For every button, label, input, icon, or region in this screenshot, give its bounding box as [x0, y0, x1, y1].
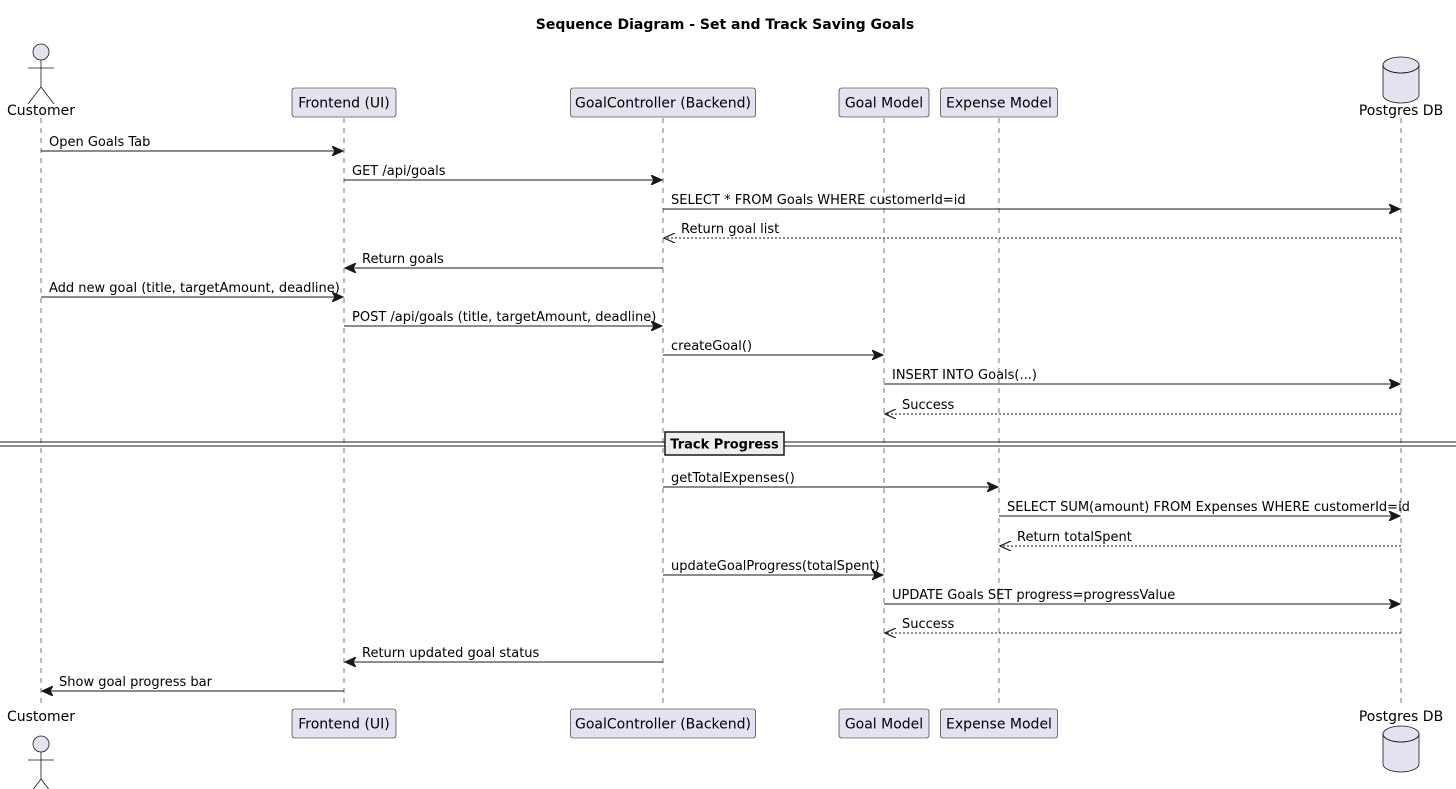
participant-controller: GoalController (Backend) [570, 708, 756, 739]
participant-label: Expense Model [946, 717, 1052, 733]
participant-headers-top: Customer Frontend (UI) GoalController (Bac… [7, 43, 1443, 119]
participant-label: Frontend (UI) [298, 96, 390, 112]
message-label: createGoal() [671, 339, 752, 354]
participant-label: Postgres DB [1359, 709, 1443, 725]
database-icon [1382, 734, 1420, 773]
actor-icon [32, 43, 50, 61]
message-label: GET /api/goals [352, 164, 446, 179]
diagram-title: Sequence Diagram - Set and Track Saving … [536, 17, 914, 33]
message: Success [885, 398, 1401, 414]
message-label: Return totalSpent [1017, 530, 1132, 545]
participant-label: Goal Model [845, 717, 923, 733]
participant-label: Expense Model [946, 96, 1052, 112]
actor-customer: Customer [7, 43, 75, 119]
actor-customer: Customer [7, 709, 75, 789]
message: Return goals [345, 252, 663, 268]
participant-frontend: Frontend (UI) [291, 708, 397, 739]
participant-expmodel: Expense Model [940, 708, 1058, 739]
participant-label: Customer [7, 103, 75, 119]
message: Open Goals Tab [41, 135, 343, 151]
message-label: Return updated goal status [362, 646, 540, 661]
participant-label: Postgres DB [1359, 103, 1443, 119]
message-label: Add new goal (title, targetAmount, deadl… [49, 281, 340, 296]
message: SELECT * FROM Goals WHERE customerId=id [663, 193, 1400, 209]
message-label: Return goal list [681, 222, 779, 237]
section-divider: Track Progress [0, 431, 1456, 456]
message-label: POST /api/goals (title, targetAmount, de… [352, 310, 656, 325]
participant-expmodel: Expense Model [940, 87, 1058, 118]
message-label: SELECT SUM(amount) FROM Expenses WHERE c… [1007, 500, 1410, 515]
participant-label: Customer [7, 709, 75, 725]
message-label: SELECT * FROM Goals WHERE customerId=id [671, 193, 966, 208]
message-label: Open Goals Tab [49, 135, 150, 150]
participant-label: Goal Model [845, 96, 923, 112]
message-label: UPDATE Goals SET progress=progressValue [892, 588, 1175, 603]
message: INSERT INTO Goals(...) [884, 368, 1400, 384]
participant-frontend: Frontend (UI) [291, 87, 397, 118]
message: Show goal progress bar [42, 675, 344, 691]
participant-controller: GoalController (Backend) [570, 87, 756, 118]
message: createGoal() [663, 339, 883, 355]
message: getTotalExpenses() [663, 471, 998, 487]
message-label: updateGoalProgress(totalSpent) [671, 559, 880, 574]
actor-icon [32, 735, 50, 753]
message: Return goal list [664, 222, 1401, 238]
message-label: Return goals [362, 252, 444, 267]
participant-label: GoalController (Backend) [575, 96, 751, 112]
message-label: getTotalExpenses() [671, 471, 795, 486]
message-label: INSERT INTO Goals(...) [892, 368, 1037, 383]
participant-goalmodel: Goal Model [838, 708, 930, 739]
message: Return totalSpent [1000, 530, 1401, 546]
message-label: Success [902, 617, 955, 632]
participant-goalmodel: Goal Model [838, 87, 930, 118]
database-icon [1382, 65, 1420, 104]
database-db: Postgres DB [1359, 56, 1443, 119]
participant-label: GoalController (Backend) [575, 717, 751, 733]
message: GET /api/goals [344, 164, 662, 180]
message: SELECT SUM(amount) FROM Expenses WHERE c… [999, 500, 1410, 516]
participant-label: Frontend (UI) [298, 717, 390, 733]
message: UPDATE Goals SET progress=progressValue [884, 588, 1400, 604]
message: Return updated goal status [345, 646, 663, 662]
database-db: Postgres DB [1359, 709, 1443, 773]
section-divider-label: Track Progress [670, 438, 779, 453]
message: Add new goal (title, targetAmount, deadl… [41, 281, 343, 297]
message-label: Show goal progress bar [59, 675, 213, 690]
message: updateGoalProgress(totalSpent) [663, 559, 883, 575]
message: POST /api/goals (title, targetAmount, de… [344, 310, 662, 326]
message: Success [885, 617, 1401, 633]
message-label: Success [902, 398, 955, 413]
